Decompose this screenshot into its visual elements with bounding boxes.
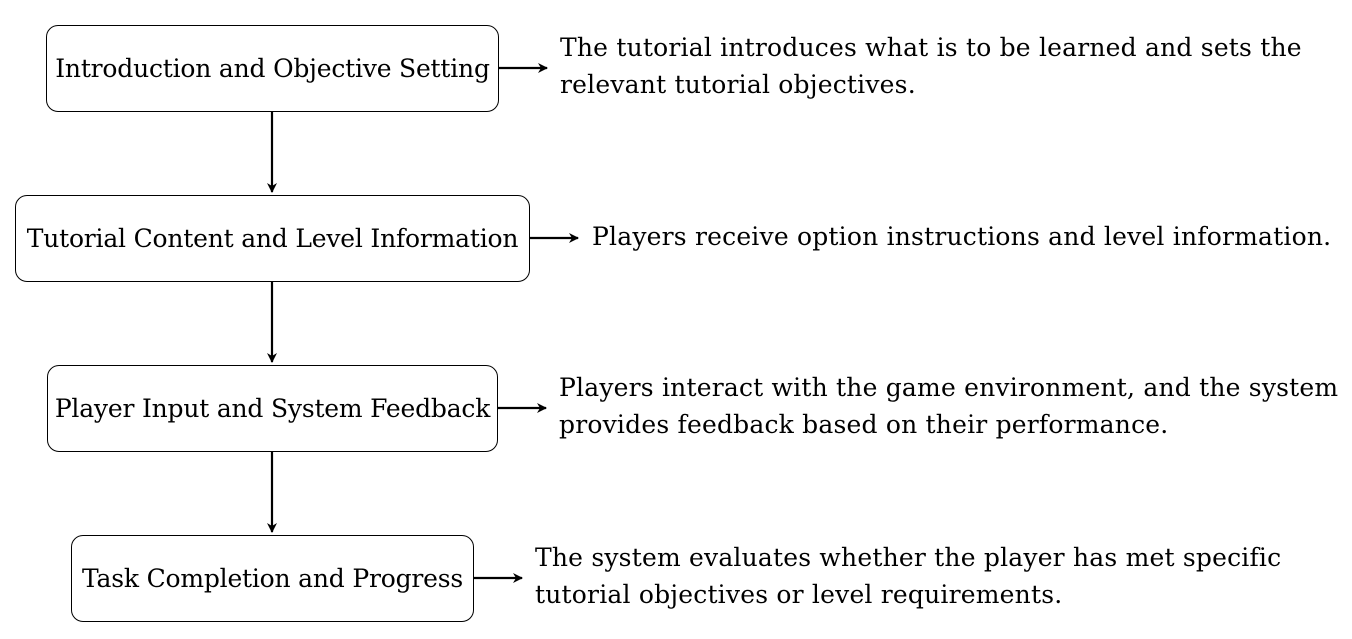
step-box-introduction: Introduction and Objective Setting: [46, 25, 499, 112]
description-line: provides feedback based on their perform…: [559, 410, 1169, 439]
description-line: The system evaluates whether the player …: [535, 543, 1282, 572]
step-box-tutorial-content: Tutorial Content and Level Information: [15, 195, 530, 282]
step-description-player-input: Players interact with the game environme…: [559, 369, 1338, 443]
description-line: tutorial objectives or level requirement…: [535, 580, 1063, 609]
step-label: Tutorial Content and Level Information: [26, 224, 519, 253]
step-description-introduction: The tutorial introduces what is to be le…: [560, 29, 1302, 103]
step-description-tutorial-content: Players receive option instructions and …: [592, 218, 1331, 255]
description-line: Players interact with the game environme…: [559, 373, 1339, 402]
description-line: The tutorial introduces what is to be le…: [560, 33, 1302, 62]
step-label: Player Input and System Feedback: [54, 394, 491, 423]
step-box-player-input: Player Input and System Feedback: [47, 365, 498, 452]
step-box-task-completion: Task Completion and Progress: [71, 535, 474, 622]
step-description-task-completion: The system evaluates whether the player …: [535, 539, 1281, 613]
step-label: Task Completion and Progress: [82, 564, 463, 593]
description-line: relevant tutorial objectives.: [560, 70, 916, 99]
description-line: Players receive option instructions and …: [592, 222, 1332, 251]
step-label: Introduction and Objective Setting: [55, 54, 490, 83]
